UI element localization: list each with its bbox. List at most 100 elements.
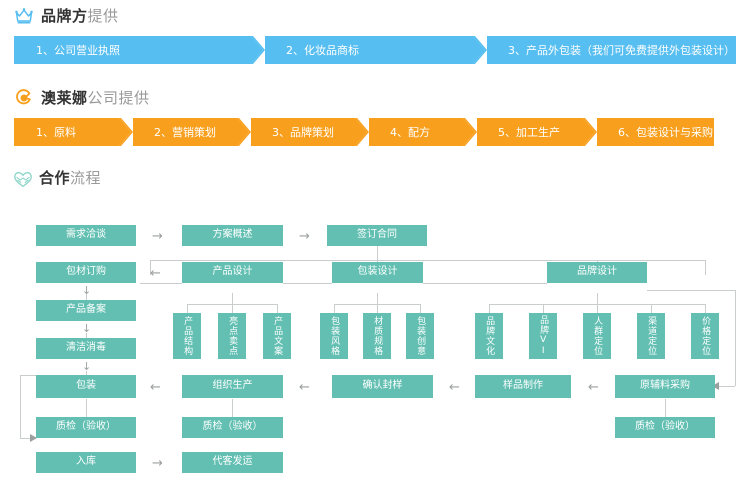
connector: [377, 293, 378, 304]
node-chanpin-beian[interactable]: 产品备案: [36, 300, 136, 321]
connector: [283, 283, 332, 284]
flowchart: 需求洽谈 → 方案概述 → 签订合同 包材订购 ← 产品设计 包装设计 品牌设计…: [0, 205, 750, 484]
node-queren-fengyang[interactable]: 确认封样: [332, 375, 433, 398]
node-renqun-dingwei[interactable]: 人群定位: [583, 313, 611, 359]
node-label: 组织生产: [212, 380, 253, 392]
ribbon-step-6[interactable]: 6、包装设计与采购: [596, 118, 714, 146]
node-zuzhi-shengchan[interactable]: 组织生产: [182, 375, 283, 398]
section-title-sub: 提供: [87, 6, 119, 25]
node-qingjie-xiaodu[interactable]: 清洁消毒: [36, 338, 136, 359]
connector: [334, 304, 335, 313]
node-baozhuang-chuangyi[interactable]: 包装创意: [406, 313, 434, 359]
ribbon-step-4[interactable]: 4、配方: [368, 118, 477, 146]
connector: [597, 260, 705, 261]
chevron-notch-icon: [119, 118, 133, 146]
node-chanpin-wenan[interactable]: 产品文案: [263, 313, 291, 359]
ribbon-step-1-label: 1、公司营业执照: [36, 44, 120, 57]
node-caizhi-guige[interactable]: 材质规格: [363, 313, 391, 359]
node-ruku[interactable]: 入库: [36, 452, 136, 473]
ribbon-step-1-label: 1、原料: [36, 126, 76, 139]
ribbon-step-2-label: 2、营销策划: [154, 126, 216, 139]
connector: [597, 293, 598, 304]
arrowhead-icon: [712, 382, 719, 390]
node-qudao-dingwei[interactable]: 渠道定位: [637, 313, 665, 359]
connector: [543, 304, 544, 313]
connector: [150, 260, 151, 275]
connector: [20, 375, 21, 438]
node-pinpai-vi[interactable]: 品牌VI: [529, 313, 557, 359]
node-label: 产品文案: [272, 316, 283, 356]
node-label: 产品结构: [182, 316, 193, 356]
ribbon-step-1[interactable]: 1、公司营业执照: [14, 36, 265, 64]
node-liangdian-maidian[interactable]: 亮点卖点: [218, 313, 246, 359]
node-zhijian-3[interactable]: 质检（验收）: [615, 417, 715, 438]
node-zhijian-2[interactable]: 质检（验收）: [182, 417, 283, 438]
node-xuqiu-qiatan[interactable]: 需求洽谈: [36, 225, 136, 246]
node-label: 代客发运: [212, 456, 253, 468]
ribbon-step-3-label: 3、品牌策划: [272, 126, 334, 139]
arrow-right-icon: →: [152, 229, 163, 244]
node-jiage-dingwei[interactable]: 价格定位: [691, 313, 719, 359]
chevron-notch-icon: [473, 36, 487, 64]
node-label: 品牌VI: [538, 315, 549, 357]
node-label: 质检（验收）: [56, 421, 116, 433]
ribbon-step-1[interactable]: 1、原料: [14, 118, 133, 146]
node-label: 签订合同: [357, 229, 397, 241]
node-yuanfuliao-caigou[interactable]: 原辅料采购: [615, 375, 715, 398]
ribbon-step-2[interactable]: 2、化妆品商标: [264, 36, 487, 64]
ribbon-step-5[interactable]: 5、加工生产: [476, 118, 597, 146]
connector: [187, 304, 188, 313]
node-label: 产品设计: [212, 266, 253, 278]
node-pinpai-wenhua[interactable]: 品牌文化: [475, 313, 503, 359]
ribbon-step-6-label: 6、包装设计与采购: [618, 126, 713, 139]
section-title-sub: 公司提供: [87, 88, 150, 107]
connector: [232, 293, 233, 304]
node-pinpai-sheji[interactable]: 品牌设计: [547, 262, 647, 283]
crown-icon: [14, 6, 34, 26]
arrow-left-icon: ←: [150, 380, 161, 395]
node-daike-fayun[interactable]: 代客发运: [182, 452, 283, 473]
node-label: 渠道定位: [646, 316, 657, 356]
node-baozhuang[interactable]: 包装: [36, 375, 136, 398]
connector: [665, 399, 666, 417]
node-label: 入库: [76, 456, 96, 468]
section-header-cooperation-flow: 合作流程: [12, 168, 101, 188]
node-baozhuang-sheji[interactable]: 包装设计: [332, 262, 423, 283]
connector: [423, 283, 547, 284]
connector: [647, 290, 735, 291]
connector: [735, 290, 736, 386]
chevron-notch-icon: [355, 118, 369, 146]
section-title-brand-side: 品牌方提供: [41, 6, 119, 25]
arrow-down-icon: ↓: [82, 284, 92, 297]
node-label: 原辅料采购: [640, 380, 690, 392]
connector: [377, 246, 378, 273]
node-chanpin-sheji[interactable]: 产品设计: [182, 262, 283, 283]
circle-logo-icon: [14, 88, 34, 108]
arrow-right-icon: →: [152, 456, 163, 471]
node-label: 样品制作: [503, 380, 543, 392]
node-chanpin-jiegou[interactable]: 产品结构: [173, 313, 201, 359]
arrow-down-icon: ↓: [82, 322, 92, 335]
node-fangan-gaishu[interactable]: 方案概述: [182, 225, 283, 246]
arrow-left-icon: ←: [588, 380, 599, 395]
ribbon-step-2[interactable]: 2、营销策划: [132, 118, 251, 146]
connector: [651, 304, 652, 313]
node-yangpin-zhizuo[interactable]: 样品制作: [475, 375, 571, 398]
arrow-down-icon: ↓: [82, 360, 92, 373]
section-title-bold: 合作: [39, 168, 71, 187]
ribbon-step-3-label: 3、产品外包装（我们可免费提供外包装设计）: [508, 44, 735, 57]
connector: [489, 304, 490, 313]
node-qianding-hetong[interactable]: 签订合同: [327, 225, 427, 246]
connector: [232, 399, 233, 417]
node-baozhuang-fengge[interactable]: 包装风格: [320, 313, 348, 359]
ribbon-step-3[interactable]: 3、产品外包装（我们可免费提供外包装设计）: [486, 36, 736, 64]
node-label: 包装风格: [329, 316, 340, 356]
node-zhijian-1[interactable]: 质检（验收）: [36, 417, 136, 438]
ribbon-step-3[interactable]: 3、品牌策划: [250, 118, 369, 146]
node-baocai-dinggou[interactable]: 包材订购: [36, 262, 136, 283]
connector: [597, 304, 598, 313]
connector: [705, 260, 706, 275]
node-label: 清洁消毒: [66, 342, 106, 354]
connector: [150, 260, 705, 261]
section-title-bold: 澳莱娜: [41, 88, 88, 107]
